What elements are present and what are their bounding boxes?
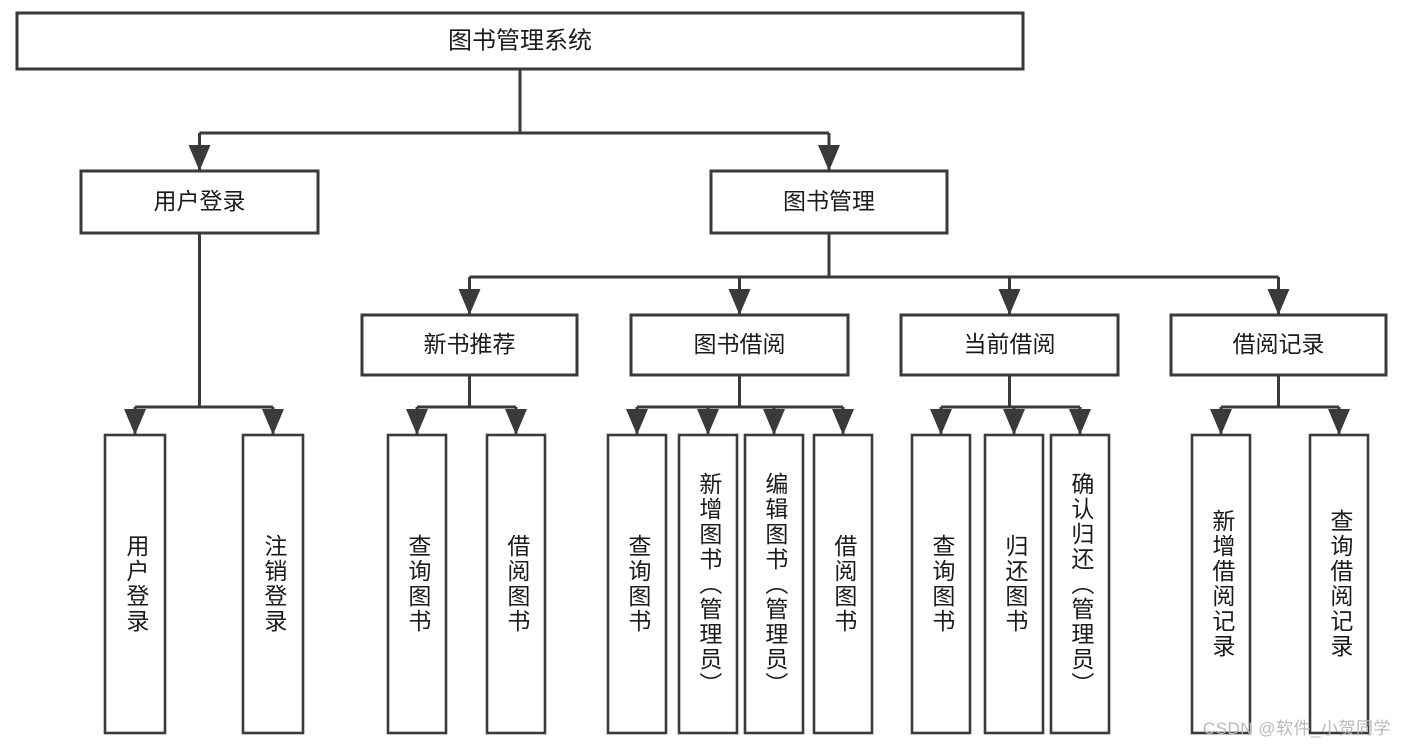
- arrow-head-icon: [505, 409, 527, 435]
- arrow-head-icon: [188, 145, 211, 171]
- node-leaf-return-book[interactable]: [983, 433, 1045, 735]
- node-new-book-recommend[interactable]: [360, 313, 579, 377]
- arrow-head-icon: [626, 409, 648, 435]
- arrow-head-icon: [124, 409, 146, 435]
- arrow-head-icon: [1328, 409, 1350, 435]
- node-leaf-query-borrow-record[interactable]: [1308, 433, 1370, 735]
- node-label: 用户登录: [154, 188, 246, 214]
- node-leaf-user-logout[interactable]: [241, 433, 305, 735]
- arrow-head-icon: [262, 409, 284, 435]
- arrow-head-icon: [763, 409, 785, 435]
- node-book-borrow[interactable]: [629, 313, 850, 377]
- node-leaf-confirm-return[interactable]: [1049, 433, 1111, 735]
- node-leaf-user-login[interactable]: [103, 433, 167, 735]
- arrow-head-icon: [930, 409, 952, 435]
- arrow-head-icon: [998, 289, 1021, 315]
- arrow-head-icon: [1210, 409, 1232, 435]
- arrow-head-icon: [697, 409, 719, 435]
- node-label: 图书管理: [783, 188, 875, 214]
- arrow-head-icon: [1003, 409, 1025, 435]
- arrow-head-icon: [832, 409, 854, 435]
- arrow-head-icon: [1069, 409, 1091, 435]
- node-leaf-query-book-current[interactable]: [910, 433, 972, 735]
- watermark-text: CSDN @软件_小贺同学: [1202, 719, 1391, 738]
- connectors-layer: [124, 69, 1350, 435]
- node-current-borrow[interactable]: [899, 313, 1120, 377]
- node-label: 图书借阅: [694, 331, 786, 357]
- node-label: 当前借阅: [964, 331, 1056, 357]
- node-book-manage[interactable]: [709, 169, 949, 235]
- node-leaf-query-book-recommend[interactable]: [386, 433, 448, 735]
- arrow-head-icon: [728, 289, 751, 315]
- arrow-head-icon: [818, 145, 840, 171]
- node-leaf-edit-book[interactable]: [743, 433, 805, 735]
- arrow-head-icon: [458, 289, 481, 315]
- node-leaf-add-borrow-record[interactable]: [1190, 433, 1252, 735]
- node-root-root[interactable]: [15, 11, 1025, 71]
- node-label: 图书管理系统: [448, 27, 592, 54]
- node-leaf-borrow-book[interactable]: [812, 433, 874, 735]
- node-leaf-borrow-book-recommend[interactable]: [485, 433, 547, 735]
- node-leaf-query-book-borrow[interactable]: [606, 433, 668, 735]
- node-label: 借阅记录: [1233, 331, 1325, 357]
- arrow-head-icon: [406, 409, 428, 435]
- arrow-head-icon: [1267, 289, 1290, 315]
- node-label: 新书推荐: [424, 331, 516, 357]
- node-user-login[interactable]: [79, 169, 320, 235]
- node-borrow-record[interactable]: [1169, 313, 1388, 377]
- node-leaf-add-book[interactable]: [677, 433, 739, 735]
